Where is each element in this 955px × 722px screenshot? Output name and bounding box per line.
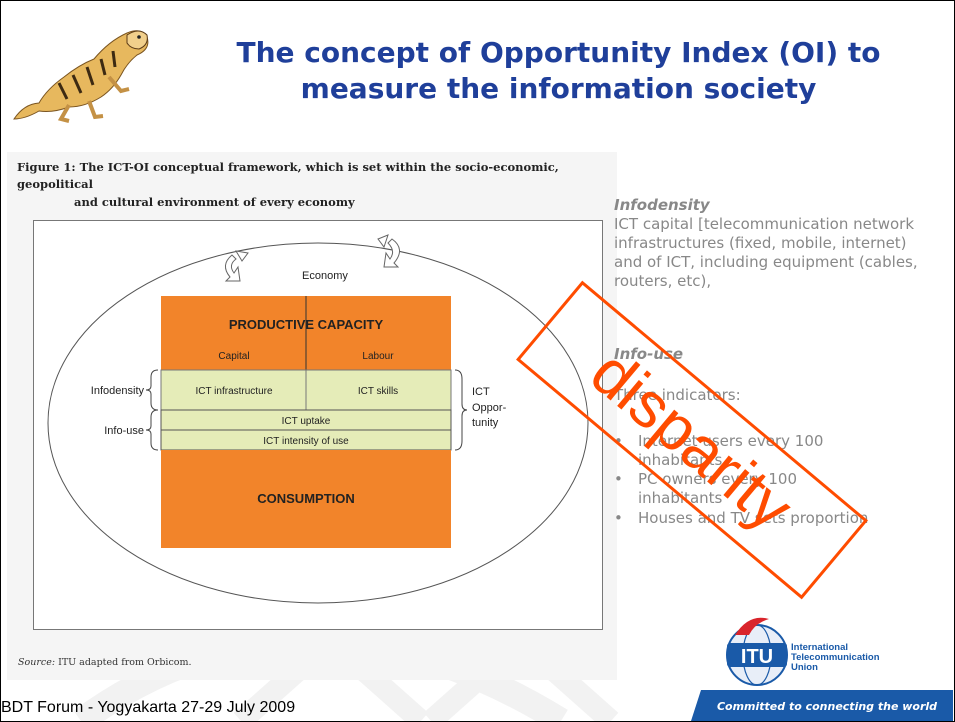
itu-line-1: International — [791, 642, 848, 653]
ict-oi-framework-diagram: Economy PRODUCTIVE CAPACITY Capital Labo… — [47, 234, 589, 604]
productive-capacity-label: PRODUCTIVE CAPACITY — [229, 317, 384, 332]
infodensity-heading: Infodensity — [614, 196, 710, 214]
ict-opportunity-label-3: tunity — [472, 417, 499, 429]
itu-letters: ITU — [741, 646, 773, 668]
info-use-heading: Info-use — [614, 345, 684, 364]
ict-skills-label: ICT skills — [358, 386, 398, 397]
consumption-label: CONSUMPTION — [257, 491, 355, 506]
consumption-block — [161, 450, 451, 548]
infodensity-bracket — [145, 369, 159, 411]
circular-arrow-left-icon — [224, 250, 249, 282]
itu-logo: ITU International Telecommunication Unio… — [691, 617, 953, 721]
title-line-1: The concept of Opportunity Index (OI) to — [236, 36, 881, 69]
indicator-item-houses-tv: Houses and TV sets proportion — [614, 509, 944, 528]
infodensity-description: ICT capital [telecommunication network i… — [614, 215, 918, 291]
ict-infrastructure-label: ICT infrastructure — [195, 386, 272, 397]
ict-infrastructure-cell — [160, 369, 307, 411]
ict-opportunity-label-1: ICT — [472, 386, 490, 398]
source-text: ITU adapted from Orbicom. — [58, 657, 192, 668]
figure-caption-line-2: and cultural environment of every econom… — [74, 194, 355, 209]
capital-label: Capital — [218, 351, 249, 362]
itu-line-3: Union — [791, 662, 818, 673]
figure-caption: Figure 1: The ICT-OI conceptual framewor… — [17, 159, 607, 211]
slide-footer: BDT Forum - Yogyakarta 27-29 July 2009 — [1, 699, 296, 716]
figure-box: Economy PRODUCTIVE CAPACITY Capital Labo… — [33, 220, 603, 630]
ict-uptake-label: ICT uptake — [282, 416, 331, 427]
tiger-logo-icon — [13, 30, 149, 123]
source-label: Source: — [18, 657, 56, 668]
circular-arrow-right-icon — [377, 234, 400, 268]
info-use-label: Info-use — [104, 425, 144, 437]
info-use-bracket — [145, 409, 159, 451]
infodensity-label: Infodensity — [91, 385, 145, 397]
disparity-stamp: disparity — [516, 280, 868, 600]
title-line-2: measure the information society — [300, 71, 817, 105]
itu-tagline: Committed to connecting the world — [717, 700, 937, 713]
indicator-item-pc-owners: PC owners every 100 inhabitants — [614, 470, 824, 508]
economy-label: Economy — [302, 270, 348, 282]
itu-tagline-banner — [691, 690, 953, 721]
ict-opportunity-label-2: Oppor- — [472, 402, 507, 414]
itu-line-2: Telecommunication — [791, 652, 880, 663]
ict-skills-cell — [305, 369, 452, 411]
ict-opportunity-bracket — [454, 369, 468, 451]
figure-caption-line-1: Figure 1: The ICT-OI conceptual framewor… — [17, 160, 559, 192]
slide-title: The concept of Opportunity Index (OI) to… — [176, 35, 941, 106]
figure-source: Source: ITU adapted from Orbicom. — [18, 657, 192, 668]
stamp-border — [516, 280, 868, 600]
economy-ellipse — [47, 242, 589, 604]
right-text-panel: Infodensity ICT capital [telecommunicati… — [614, 196, 944, 528]
ict-intensity-label: ICT intensity of use — [263, 436, 349, 447]
labour-label: Labour — [362, 351, 394, 362]
